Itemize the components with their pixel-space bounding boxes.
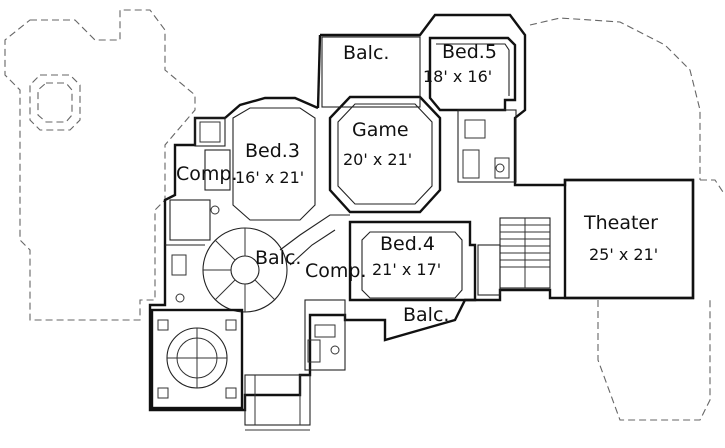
bed4-size: 21' x 17' xyxy=(372,260,441,279)
theater-size: 25' x 21' xyxy=(589,245,658,264)
bed5-bath xyxy=(457,109,517,183)
stair-right xyxy=(477,217,551,296)
comp-left-label: Comp. xyxy=(176,163,238,185)
dashed-outline-left xyxy=(4,9,196,321)
bed3-label: Bed.3 xyxy=(245,140,300,162)
spiral-stair xyxy=(202,214,350,313)
bed3-size: 16' x 21' xyxy=(235,168,304,187)
bottom-balcony xyxy=(244,374,311,431)
exterior-walls xyxy=(148,13,695,412)
bed5-walls xyxy=(428,36,517,112)
top-balcony xyxy=(321,36,421,108)
dashed-outline-right xyxy=(529,17,725,421)
left-wing-baths xyxy=(165,117,231,303)
game-room-walls xyxy=(328,95,442,214)
bed5-size: 18' x 16' xyxy=(423,67,492,86)
balc-top-label: Balc. xyxy=(343,42,389,64)
comp-mid-label: Comp. xyxy=(305,260,367,282)
bed4-walls xyxy=(348,220,477,302)
theater-walls xyxy=(563,178,695,300)
balc-mid-label: Balc. xyxy=(255,247,301,269)
balc-bottom-label: Balc. xyxy=(403,304,449,326)
bed3-walls xyxy=(232,107,316,221)
game-size: 20' x 21' xyxy=(343,150,412,169)
rotunda xyxy=(150,308,244,410)
bed4-label: Bed.4 xyxy=(380,233,435,255)
game-label: Game xyxy=(352,119,409,141)
theater-label: Theater xyxy=(583,212,658,234)
bed4-bath xyxy=(304,299,346,371)
bed5-label: Bed.5 xyxy=(442,41,497,63)
